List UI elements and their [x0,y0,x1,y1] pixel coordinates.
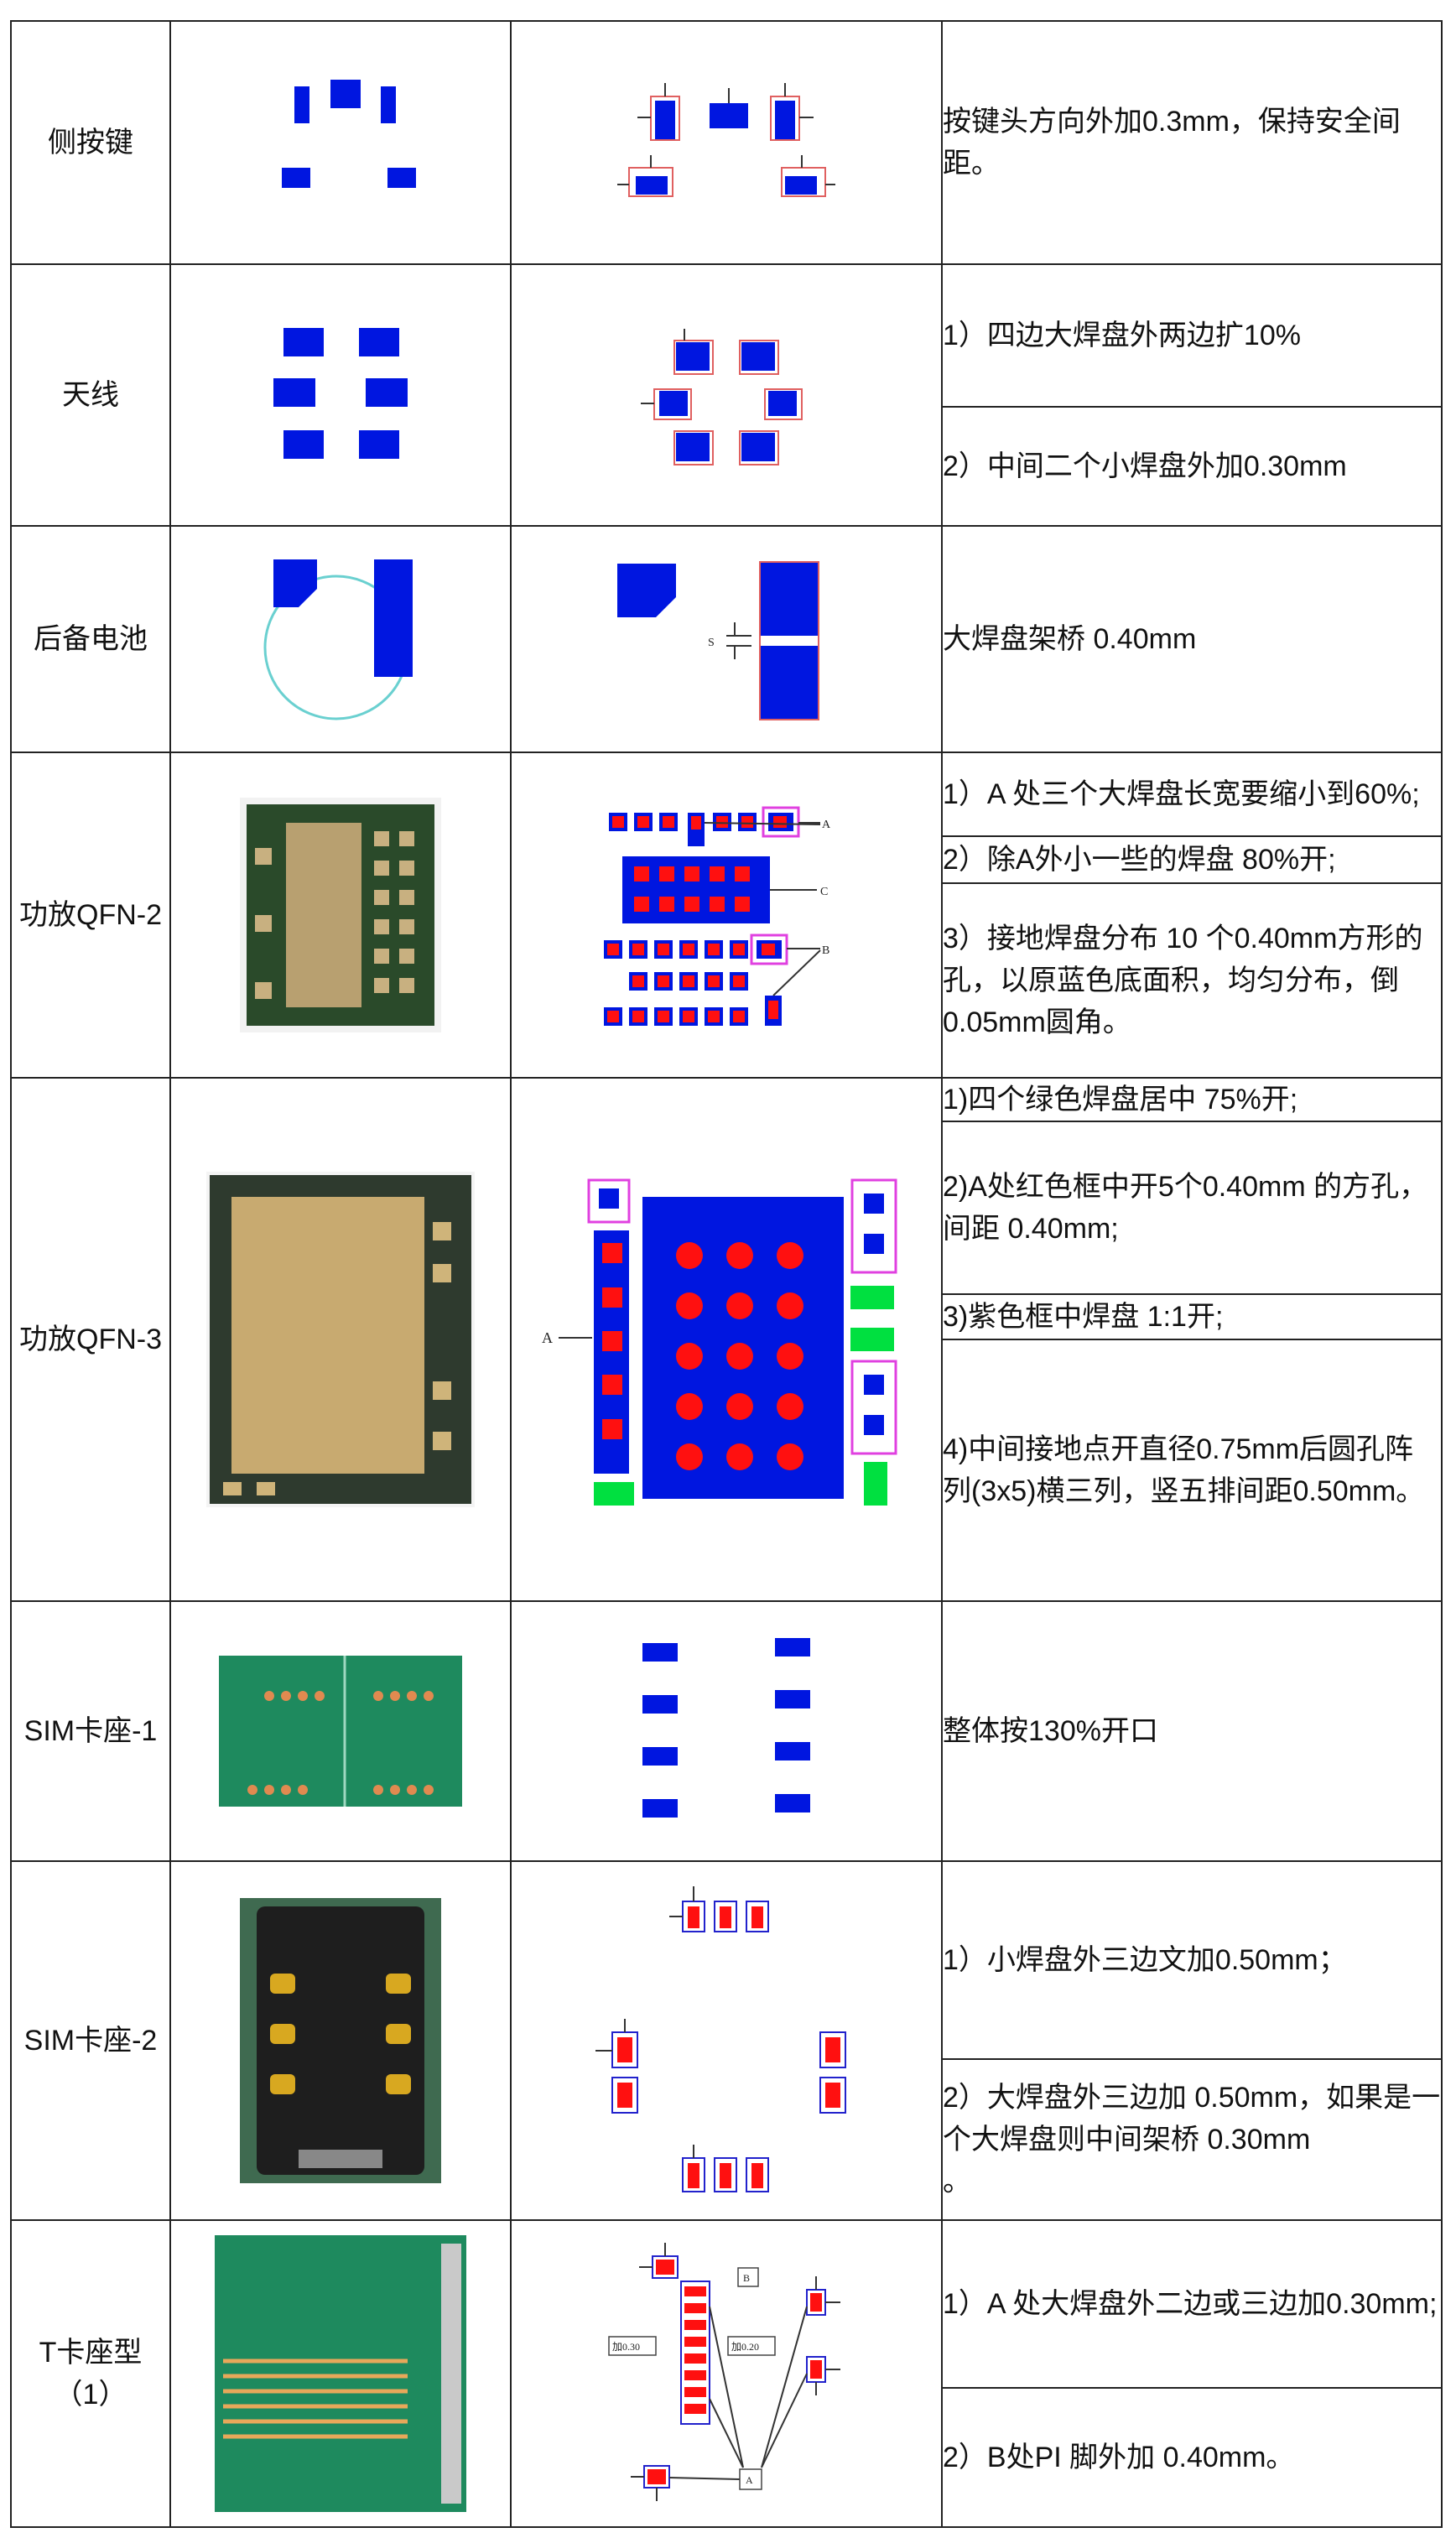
pad-layout-image [169,525,512,753]
table-row: 2）大焊盘外三边加 0.50mm，如果是一个大焊盘则中间架桥 0.30mm 。 [11,2058,1443,2221]
table-row: 2)A处红色框中开5个0.40mm 的方孔，间距 0.40mm; [11,1121,1443,1295]
qfn2-photo [240,798,441,1032]
label-a: A [746,2474,753,2486]
row-note: 1）A 处大焊盘外二边或三边加0.30mm; [941,2219,1443,2389]
stencil-drawing [510,20,943,265]
table-row: 3)紫色框中焊盘 1:1开; [11,1293,1443,1340]
row-note: 4)中间接地点开直径0.75mm后圆孔阵列(3x5)横三列，竖五排间距0.50m… [941,1339,1443,1602]
qfn3-photo [206,1172,475,1507]
row-name: T卡座型（1） [10,2219,171,2528]
table-row: 侧按键 [10,20,1443,265]
side-key-pad-diagram [282,80,416,188]
stencil-drawing [510,1860,943,2221]
row-name: SIM卡座-2 [10,1860,171,2221]
row-name: 功放QFN-2 [10,752,171,1079]
pad-layout-image [169,1077,512,1602]
backup-battery-stencil-diagram: S [617,561,819,720]
table-row: 功放QFN-2 [10,752,1443,1079]
row-name: 侧按键 [10,20,171,265]
table-row: 3）接地焊盘分布 10 个0.40mm方形的孔，以原蓝色底面积，均匀分布，倒 0… [11,882,1443,1079]
sim2-photo [240,1898,441,2183]
qfn2-stencil-diagram: A C B [604,806,831,1026]
row-note: 2）B处PI 脚外加 0.40mm。 [941,2387,1443,2528]
table-row: 2）除A外小一些的焊盘 80%开; [11,835,1443,884]
table-row: 2）B处PI 脚外加 0.40mm。 [11,2387,1443,2528]
row-note: 1）小焊盘外三边文加0.50mm； [941,1860,1443,2060]
row-note: 1）A 处三个大焊盘长宽要缩小到60%; [941,752,1443,837]
label-a: A [542,1329,553,1346]
row-name: SIM卡座-1 [10,1600,171,1862]
row-note: 2）中间二个小焊盘外加0.30mm [941,406,1443,527]
label-add-030: 加0.30 [612,2341,640,2353]
stencil-drawing: B 加0.30 加0.20 A [510,2219,943,2528]
label-b: B [743,2272,750,2284]
row-note: 1)四个绿色焊盘居中 75%开; [941,1077,1443,1122]
table-row: 天线 1）四边大焊盘外两边扩10% [10,263,1443,527]
table-row: 2）中间二个小焊盘外加0.30mm [11,406,1443,527]
stencil-drawing: A [510,1077,943,1602]
table-row: SIM卡座-1 整体按130%开口 [10,1600,1443,1862]
pad-layout-image [169,752,512,1079]
table-row: T卡座型（1） [10,2219,1443,2528]
row-note: 2）大焊盘外三边加 0.50mm，如果是一个大焊盘则中间架桥 0.30mm 。 [941,2058,1443,2221]
pad-layout-image [169,2219,512,2528]
row-name: 功放QFN-3 [10,1077,171,1602]
label-c: C [820,886,828,898]
label-b: B [822,944,829,957]
pad-layout-image [169,1600,512,1862]
antenna-stencil-diagram [641,329,803,465]
row-note: 按键头方向外加0.3mm，保持安全间距。 [941,20,1443,265]
row-note: 1）四边大焊盘外两边扩10% [941,263,1443,408]
row-name: 后备电池 [10,525,171,753]
row-note: 3）接地焊盘分布 10 个0.40mm方形的孔，以原蓝色底面积，均匀分布，倒 0… [941,882,1443,1079]
label-add-020: 加0.20 [731,2341,759,2353]
tf-card-stencil-diagram: B 加0.30 加0.20 A [608,2243,840,2501]
bridge-label: S [708,637,715,649]
table-row: 后备电池 S 大焊盘架桥 0.40mm [10,525,1443,753]
side-key-stencil-diagram [617,83,835,197]
backup-battery-pad-diagram [263,559,413,720]
row-note: 3)紫色框中焊盘 1:1开; [941,1293,1443,1340]
stencil-drawing [510,1600,943,1862]
stencil-drawing: S [510,525,943,753]
sim2-stencil-diagram [595,1886,846,2192]
stencil-drawing [510,263,943,527]
row-note: 2）除A外小一些的焊盘 80%开; [941,835,1443,884]
sim1-photo [219,1656,462,1807]
row-note: 整体按130%开口 [941,1600,1443,1862]
table-row: 4)中间接地点开直径0.75mm后圆孔阵列(3x5)横三列，竖五排间距0.50m… [11,1339,1443,1602]
qfn3-stencil-diagram: A [542,1178,897,1506]
table-row: 功放QFN-3 [10,1077,1443,1602]
tf-card-photo [215,2235,466,2512]
sim1-stencil-diagram [642,1638,810,1818]
row-note: 大焊盘架桥 0.40mm [941,525,1443,753]
row-name: 天线 [10,263,171,527]
table-row: SIM卡座-2 [10,1860,1443,2221]
pad-layout-image [169,1860,512,2221]
pad-layout-image [169,263,512,527]
label-a: A [822,819,831,831]
row-note: 2)A处红色框中开5个0.40mm 的方孔，间距 0.40mm; [941,1121,1443,1295]
pad-layout-image [169,20,512,265]
antenna-pad-diagram [273,328,408,459]
stencil-drawing: A C B [510,752,943,1079]
spec-table: 侧按键 [10,20,1443,2528]
